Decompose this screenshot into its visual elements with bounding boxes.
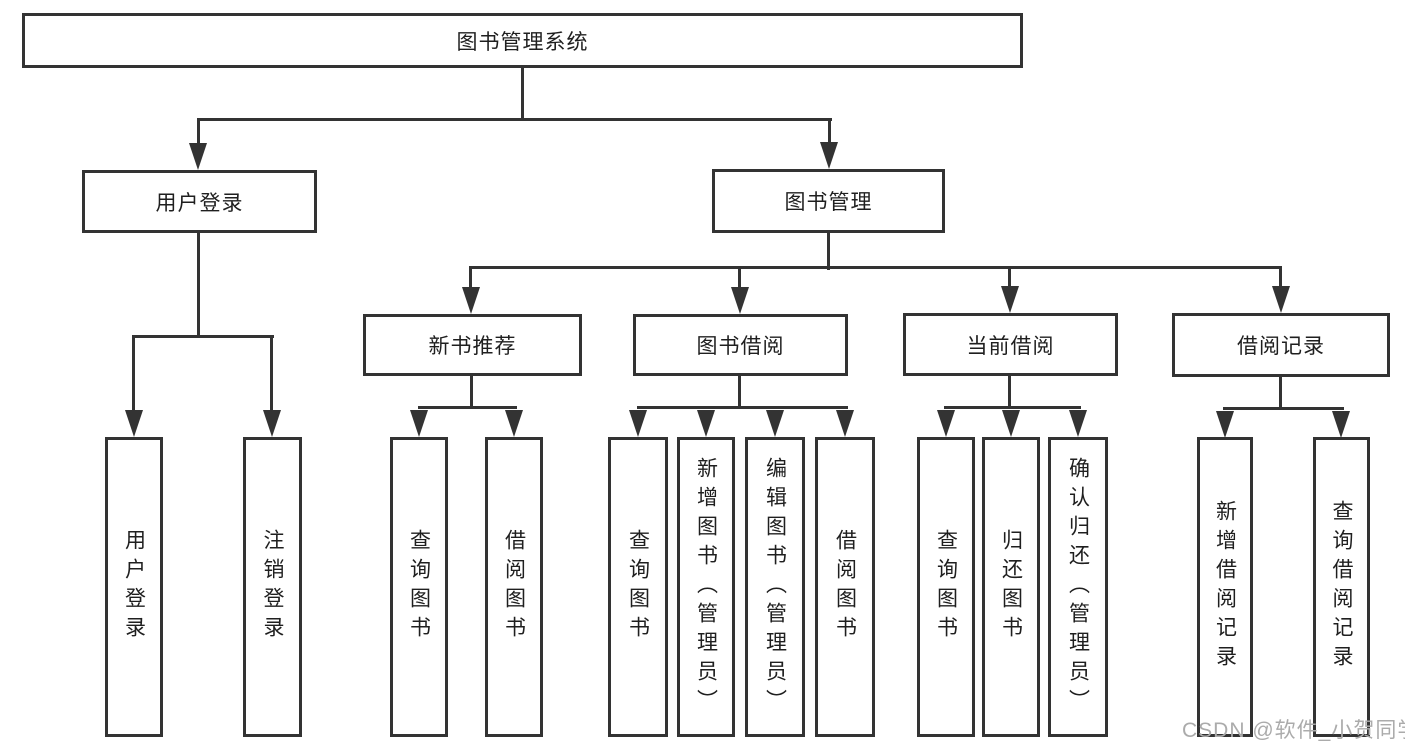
node-library-management-system: 图书管理系统 [22,13,1023,68]
node-borrowing-records: 借阅记录 [1172,313,1390,377]
arrowhead [629,410,647,437]
connector [197,118,200,146]
connector [1223,407,1344,410]
connector [1008,374,1011,409]
connector [738,374,741,409]
connector [1279,266,1282,290]
node-current-borrowing: 当前借阅 [903,313,1118,376]
connector [944,406,1081,409]
arrowhead [1272,286,1290,313]
arrowhead [731,287,749,314]
leaf-query-books-recommend: 查询图书 [390,437,448,737]
arrowhead [1069,410,1087,437]
leaf-query-books-current: 查询图书 [917,437,975,737]
connector [470,374,473,409]
connector [197,118,832,121]
arrowhead [1332,411,1350,438]
arrowhead [189,143,207,170]
arrowhead [505,410,523,437]
arrowhead [462,287,480,314]
arrowhead [937,410,955,437]
csdn-watermark: CSDN @软件_小贺同学 [1182,719,1405,742]
arrowhead [1002,410,1020,437]
arrowhead [263,410,281,437]
arrowhead [1216,411,1234,438]
connector [637,406,848,409]
node-book-management: 图书管理 [712,169,945,233]
arrowhead [836,410,854,437]
leaf-borrow-books-borrowing: 借阅图书 [815,437,875,737]
connector [828,118,831,145]
leaf-query-books-borrowing: 查询图书 [608,437,668,737]
connector [469,266,472,290]
leaf-logout: 注销登录 [243,437,302,737]
leaf-user-login: 用户登录 [105,437,163,737]
connector [521,66,524,120]
arrowhead [410,410,428,437]
arrowhead [766,410,784,437]
leaf-return-books: 归还图书 [982,437,1040,737]
leaf-edit-book-admin: 编辑图书（管理员） [745,437,805,737]
arrowhead [697,410,715,437]
leaf-query-borrow-record: 查询借阅记录 [1313,437,1370,737]
arrowhead [820,142,838,169]
leaf-confirm-return-admin: 确认归还（管理员） [1048,437,1108,737]
leaf-borrow-books-recommend: 借阅图书 [485,437,543,737]
connector [1279,375,1282,410]
arrowhead [1001,286,1019,313]
connector [132,335,135,413]
connector [197,231,200,338]
leaf-add-book-admin: 新增图书（管理员） [677,437,735,737]
leaf-add-borrow-record: 新增借阅记录 [1197,437,1253,737]
connector [418,406,517,409]
connector [469,266,1282,269]
node-book-borrowing: 图书借阅 [633,314,848,376]
connector [270,335,273,413]
connector [1008,266,1011,290]
connector [827,231,830,270]
connector [738,266,741,290]
node-new-book-recommendation: 新书推荐 [363,314,582,376]
node-user-login: 用户登录 [82,170,317,233]
connector [133,335,274,338]
arrowhead [125,410,143,437]
